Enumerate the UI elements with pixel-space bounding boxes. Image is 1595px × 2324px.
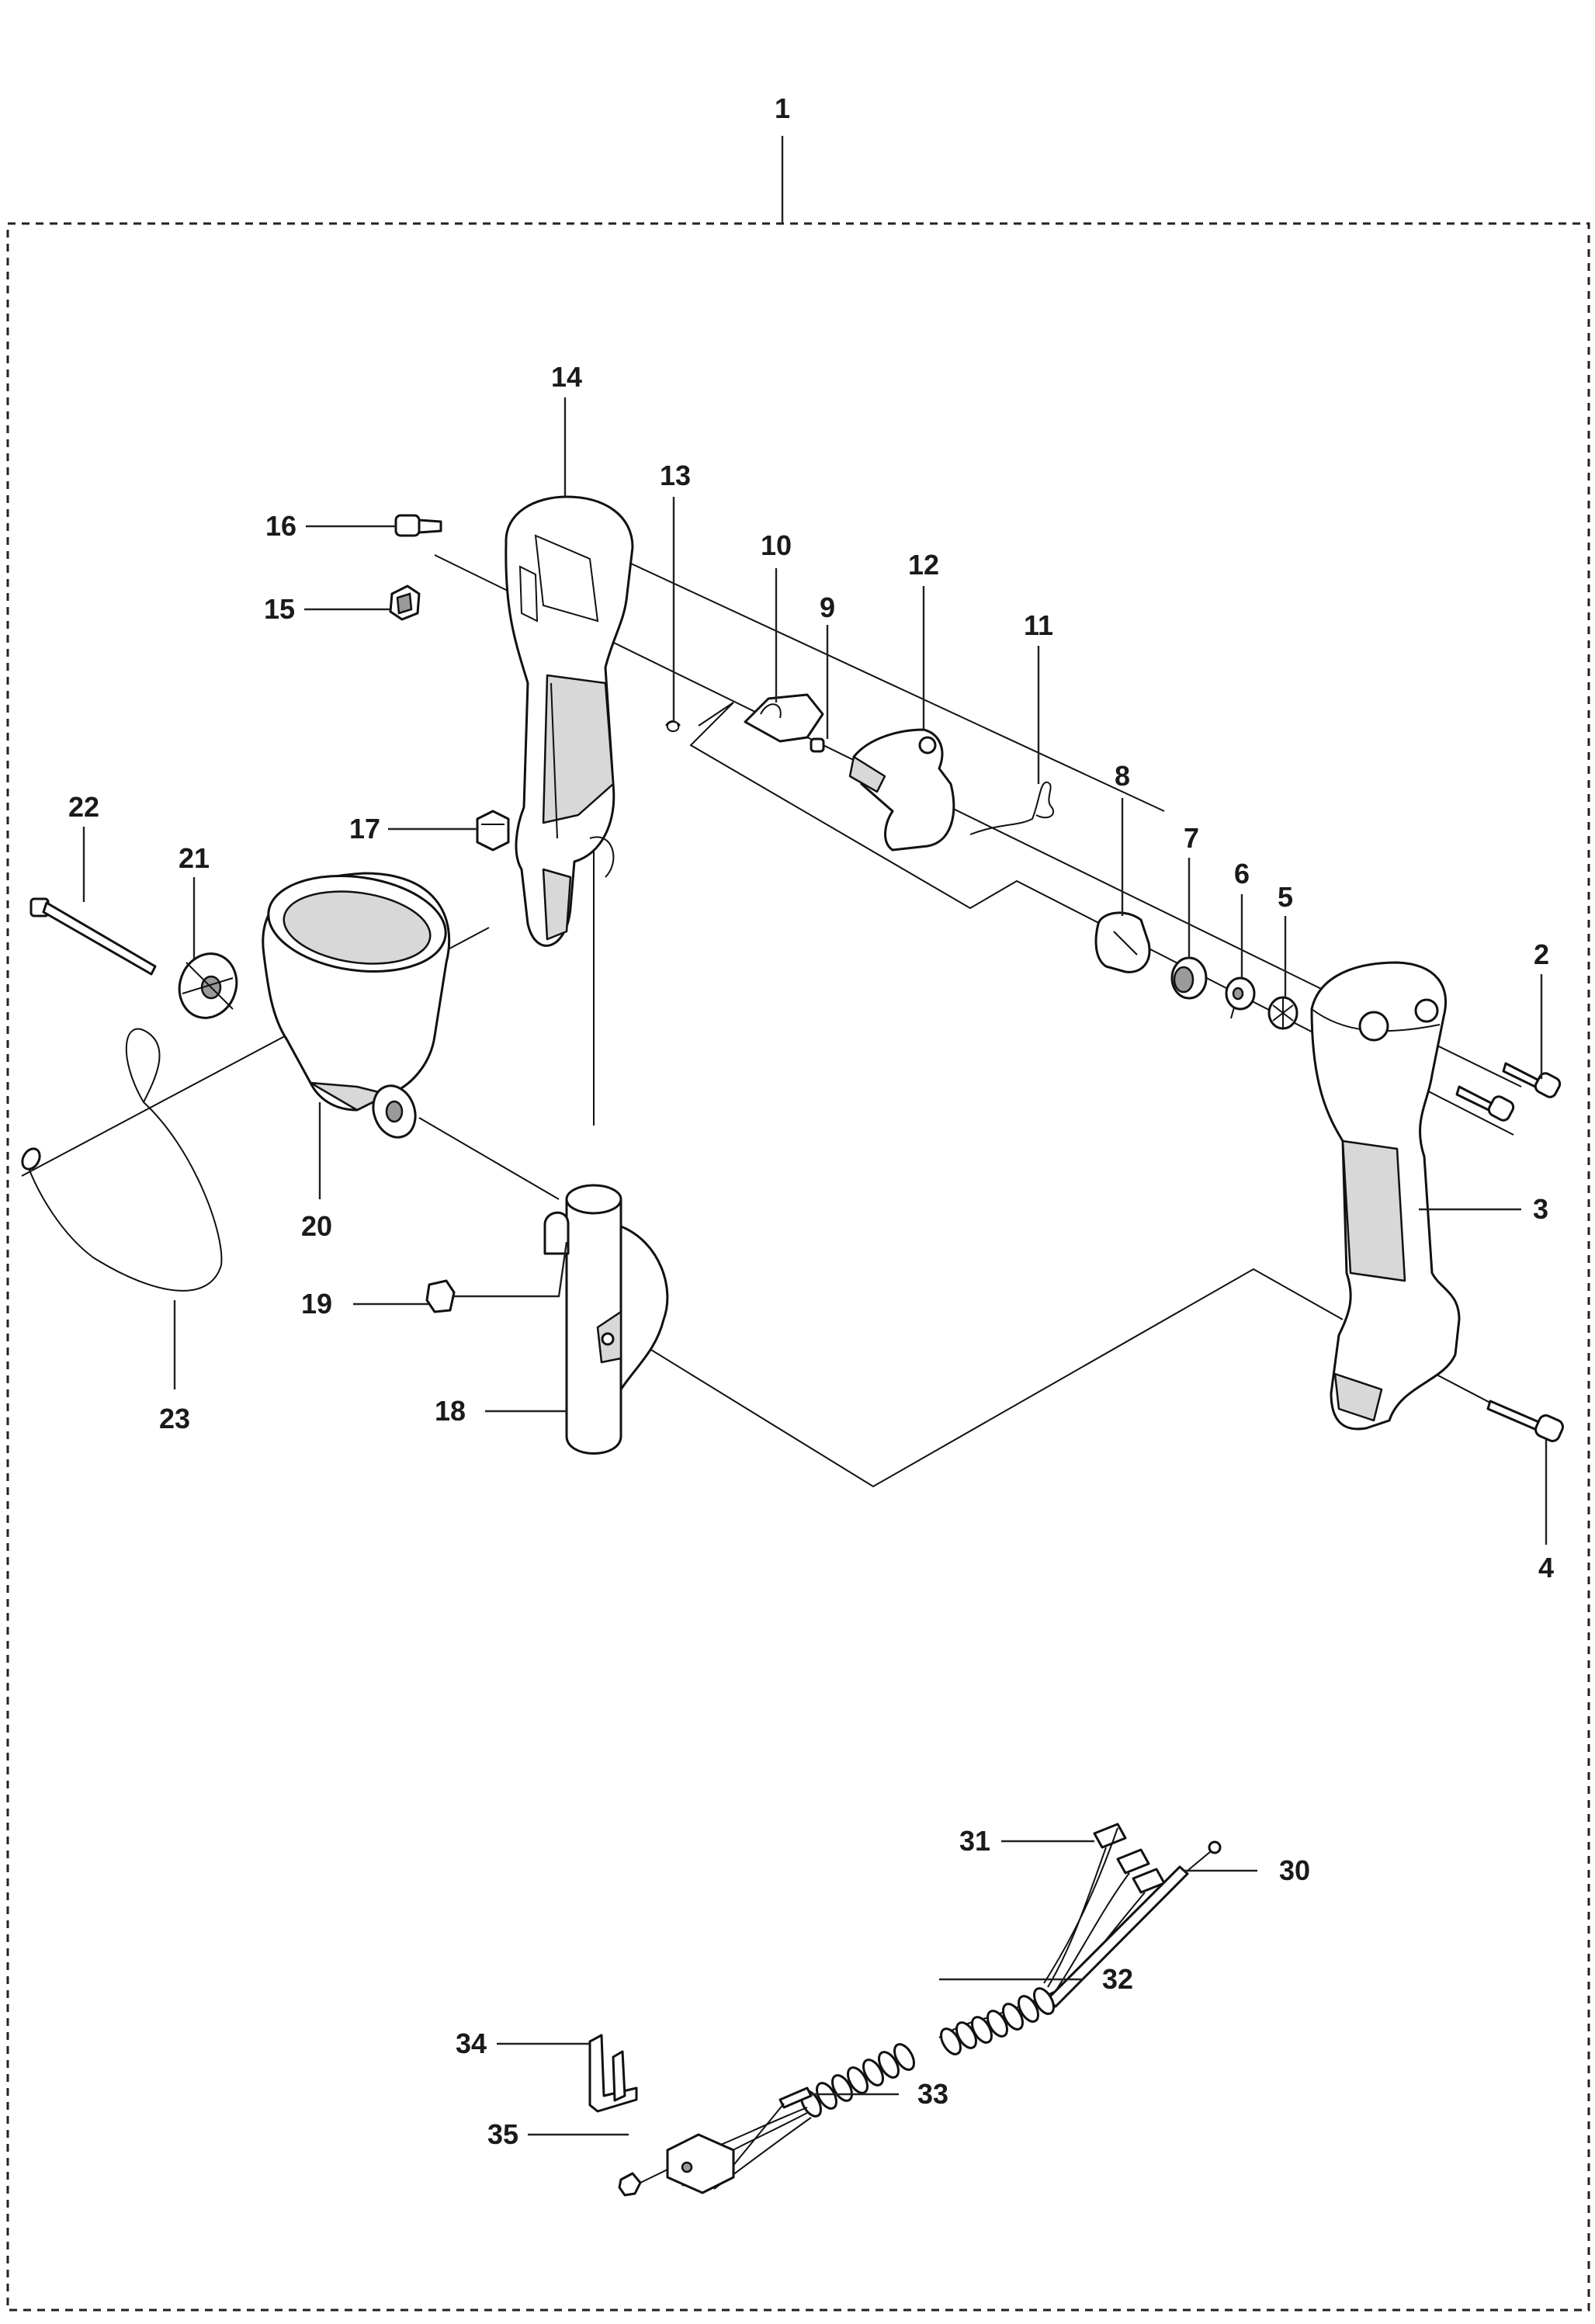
screw-part-4 [1486,1400,1564,1442]
callout-10: 10 [761,529,792,561]
nut-part-15 [389,584,421,621]
callout-19: 19 [301,1288,332,1320]
wire-spring-part-11 [969,781,1054,835]
washer-part-6 [1225,976,1256,1019]
screws-part-2 [1455,1062,1562,1122]
callout-21: 21 [179,842,210,874]
leader-lines [82,397,1548,2136]
callout-22: 22 [68,791,99,823]
callout-15: 15 [264,593,295,625]
callout-35: 35 [487,2118,518,2150]
assembly-frame [6,222,1590,2312]
callout-34: 34 [456,2027,487,2059]
callout-17: 17 [349,813,380,845]
callout-16: 16 [265,510,296,542]
callout-23: 23 [159,1403,190,1434]
knob-part-21 [178,952,238,1019]
throttle-trigger-part-12 [848,728,955,852]
handle-housing-part-14 [505,495,634,947]
callout-3: 3 [1533,1193,1548,1225]
callout-8: 8 [1115,760,1130,792]
pin-part-9 [810,737,825,753]
wiring-harness [588,1823,1222,2197]
callout-30: 30 [1279,1854,1310,1886]
callout-18: 18 [435,1395,466,1427]
star-washer-part-5 [1267,996,1299,1030]
callout-4: 4 [1538,1552,1554,1583]
callout-14: 14 [551,361,582,393]
switch-part-8 [1094,911,1151,973]
callout-9: 9 [820,591,835,623]
nut-part-19 [425,1279,456,1313]
clamp-part-20 [262,872,451,1139]
wire-loop-part-23 [21,1028,223,1292]
screw-part-16 [394,514,442,537]
callout-33: 33 [917,2078,948,2110]
rear-handle-part-3 [1310,961,1461,1431]
callout-6: 6 [1234,858,1250,890]
nut-part-17 [476,810,510,852]
callout-7: 7 [1184,822,1199,854]
callout-31: 31 [959,1825,990,1857]
callout-1: 1 [775,92,790,124]
callout-11: 11 [1024,609,1053,641]
callout-32: 32 [1102,1963,1133,1995]
callout-20: 20 [301,1210,332,1242]
tube-part-18 [543,1184,669,1455]
callout-13: 13 [660,460,691,491]
lever-part-10 [744,693,824,743]
callout-2: 2 [1534,938,1549,970]
bolt-part-22 [29,897,157,976]
spring-part-13 [665,720,681,732]
bushing-part-7 [1170,956,1208,1000]
callout-5: 5 [1278,881,1293,913]
callout-labels: 1 2 3 4 5 6 7 8 9 10 11 12 13 14 15 16 1… [68,92,1554,2150]
callout-12: 12 [908,549,939,581]
